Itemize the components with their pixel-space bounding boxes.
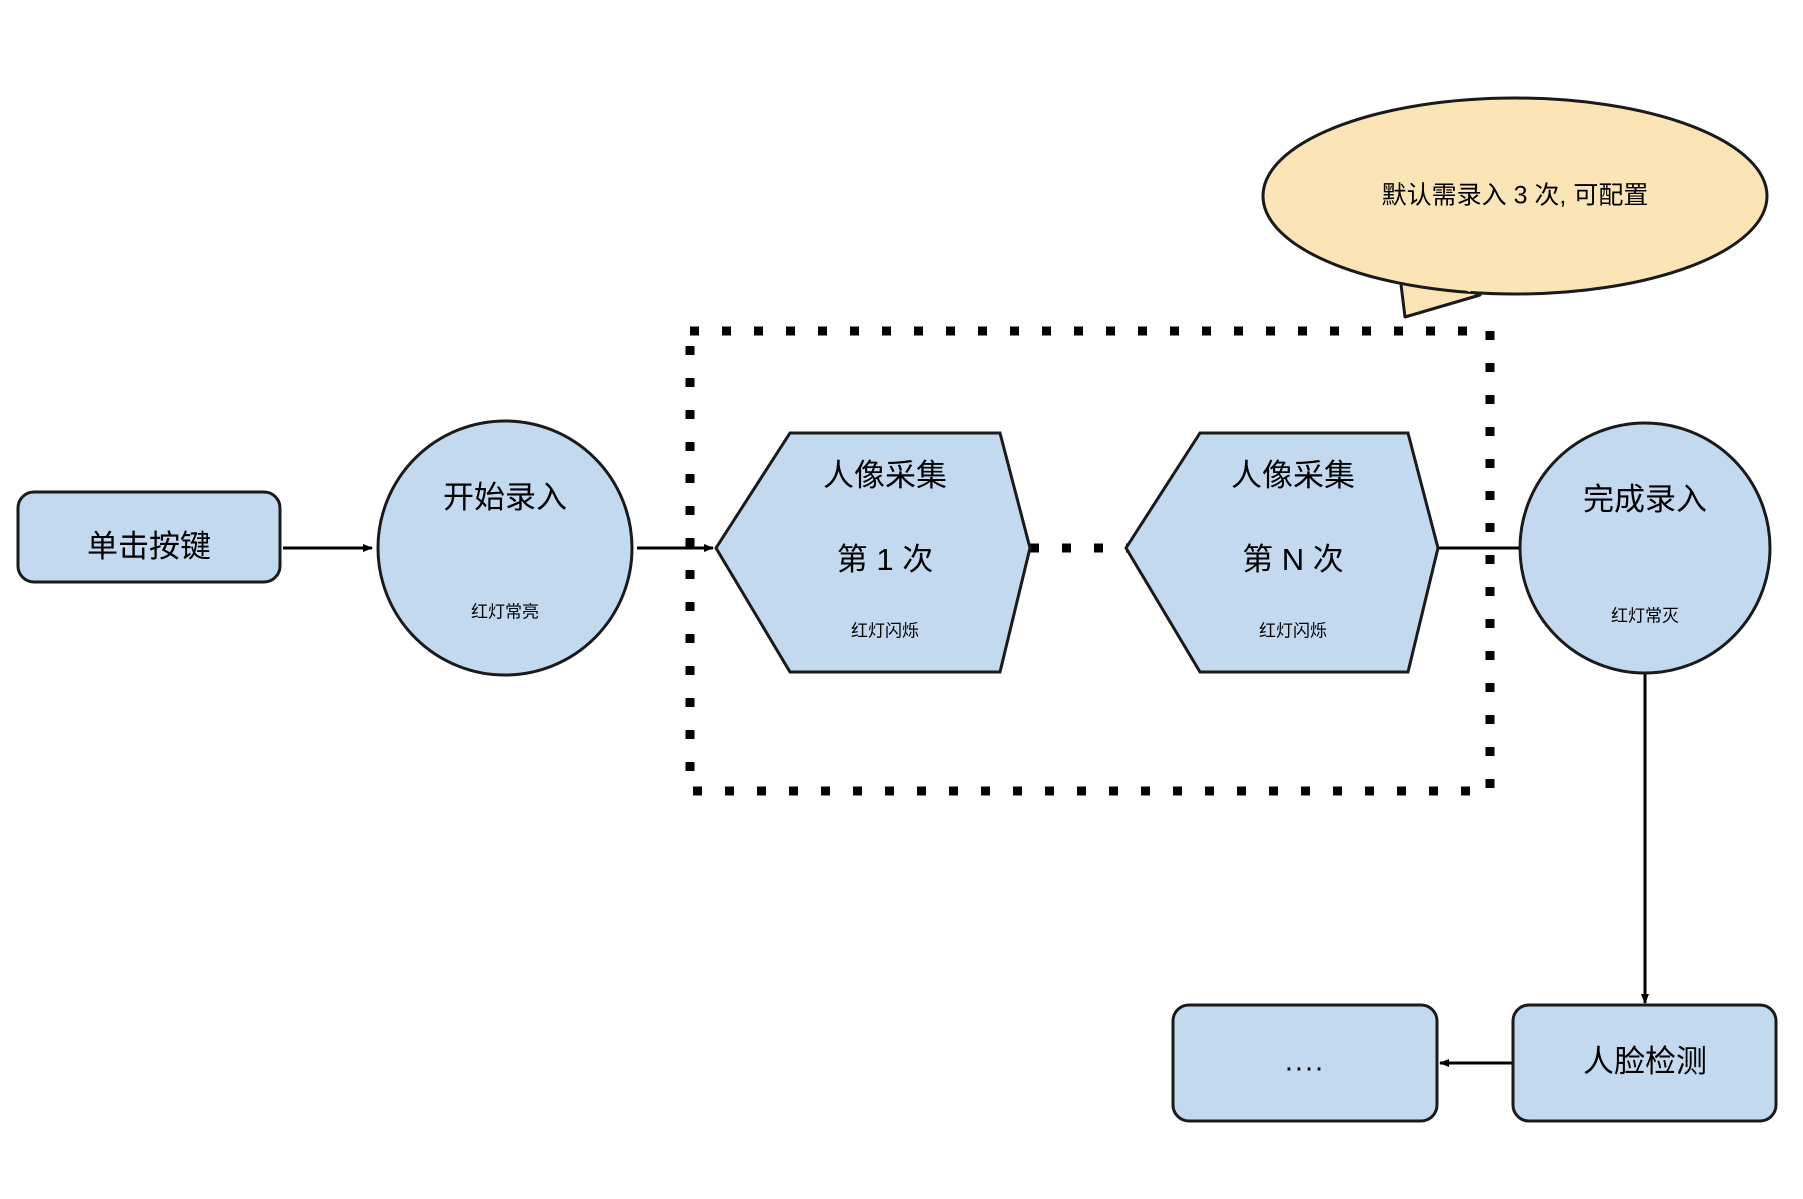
capture-first-sublabel: 红灯闪烁 bbox=[851, 621, 919, 640]
node-finish-enroll[interactable]: 完成录入 红灯常灭 bbox=[1518, 421, 1772, 675]
click-button-label: 单击按键 bbox=[87, 529, 211, 564]
face-detect-label: 人脸检测 bbox=[1583, 1044, 1707, 1079]
callout-tail-seam bbox=[1400, 258, 1476, 292]
capture-nth-sublabel: 红灯闪烁 bbox=[1259, 621, 1327, 640]
face-detect-shape[interactable] bbox=[1511, 1003, 1778, 1123]
finish-enroll-sublabel: 红灯常灭 bbox=[1611, 606, 1679, 625]
callout-note[interactable]: 默认需录入 3 次, 可配置 bbox=[1261, 96, 1769, 319]
node-start-enroll[interactable]: 开始录入 红灯常亮 bbox=[376, 419, 634, 677]
node-face-detect[interactable]: 人脸检测 bbox=[1511, 1003, 1778, 1123]
capture-nth-shape[interactable] bbox=[1124, 431, 1440, 674]
node-click-button[interactable]: 单击按键 bbox=[16, 490, 282, 584]
capture-first-label-line1: 人像采集 bbox=[823, 458, 947, 493]
capture-first-shape[interactable] bbox=[714, 431, 1032, 674]
node-more-steps[interactable]: .... bbox=[1171, 1003, 1439, 1123]
node-capture-nth[interactable]: 人像采集 第 N 次 红灯闪烁 bbox=[1124, 431, 1440, 674]
finish-enroll-label: 完成录入 bbox=[1583, 482, 1707, 517]
node-capture-first[interactable]: 人像采集 第 1 次 红灯闪烁 bbox=[714, 431, 1032, 674]
capture-nth-label-line1: 人像采集 bbox=[1231, 458, 1355, 493]
capture-first-label-line2: 第 1 次 bbox=[837, 542, 933, 577]
callout-bubble[interactable] bbox=[1261, 96, 1769, 296]
callout-label: 默认需录入 3 次, 可配置 bbox=[1382, 182, 1649, 210]
start-enroll-label: 开始录入 bbox=[443, 480, 567, 515]
start-enroll-shape[interactable] bbox=[376, 419, 634, 677]
finish-enroll-shape[interactable] bbox=[1518, 421, 1772, 675]
more-steps-shape[interactable] bbox=[1171, 1003, 1439, 1123]
click-button-shape[interactable] bbox=[16, 490, 282, 584]
capture-group-box bbox=[685, 326, 1495, 796]
more-steps-label: .... bbox=[1285, 1046, 1325, 1078]
capture-nth-label-line2: 第 N 次 bbox=[1242, 542, 1344, 577]
start-enroll-sublabel: 红灯常亮 bbox=[471, 602, 539, 621]
